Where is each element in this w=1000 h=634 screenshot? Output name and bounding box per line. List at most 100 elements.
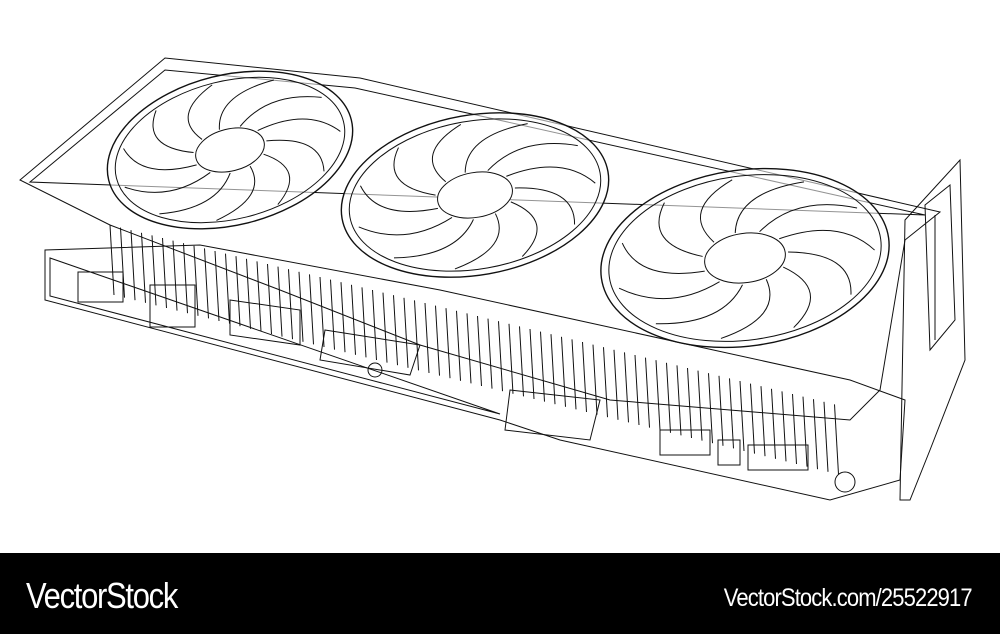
fin-line xyxy=(771,388,776,459)
fin-line xyxy=(750,383,755,454)
fin-line xyxy=(561,336,566,407)
fan-blade xyxy=(621,242,705,274)
fan-blade xyxy=(655,284,743,325)
fan-blade xyxy=(393,219,474,259)
fan-blade xyxy=(699,179,733,243)
fan-blade xyxy=(216,165,256,221)
fan-blade xyxy=(159,172,231,215)
fin-line xyxy=(382,292,388,363)
fin-line xyxy=(603,347,608,418)
fin-line xyxy=(225,253,230,324)
fan xyxy=(340,112,610,278)
fan-blade xyxy=(514,187,576,225)
fan-blade xyxy=(358,217,453,236)
fin-line xyxy=(792,393,797,465)
fin-line xyxy=(823,401,829,472)
fin-line xyxy=(267,263,272,335)
fin-line xyxy=(109,224,115,296)
fin-line xyxy=(802,396,808,467)
power-connector xyxy=(77,271,124,303)
fan-blade xyxy=(788,251,852,295)
heatsink-fins xyxy=(109,224,839,475)
fin-line xyxy=(645,357,650,428)
fan-blade xyxy=(218,79,274,130)
fan-blade xyxy=(124,172,211,193)
fan-blade xyxy=(618,281,720,300)
fin-line xyxy=(718,375,724,446)
fan-blade xyxy=(658,202,703,257)
fans xyxy=(106,70,890,349)
fan-blade xyxy=(266,139,325,172)
fin-line xyxy=(372,289,377,361)
fin-line xyxy=(466,313,472,384)
fan-blade xyxy=(393,147,436,196)
fin-line xyxy=(708,373,713,444)
fan-blade xyxy=(431,123,462,183)
fin-line xyxy=(813,399,818,470)
fin-line xyxy=(508,323,514,394)
fan-blade xyxy=(506,166,596,184)
fin-line xyxy=(424,302,430,374)
watermark-bar: VectorStock VectorStock.com/25522917 xyxy=(0,553,1000,634)
fin-line xyxy=(403,297,409,368)
fan-blade xyxy=(464,123,528,173)
fin-line xyxy=(739,380,745,452)
pcie-connector xyxy=(659,429,809,471)
fin-line xyxy=(666,362,671,433)
fan-blade xyxy=(734,181,805,234)
power-connector xyxy=(149,284,196,328)
fan xyxy=(106,70,354,230)
fin-line xyxy=(445,308,451,379)
io-bracket xyxy=(899,158,966,501)
fin-line xyxy=(172,240,178,311)
fin-line xyxy=(582,341,587,413)
fin-line xyxy=(477,315,482,387)
fin-line xyxy=(571,339,577,410)
fin-line xyxy=(676,365,682,436)
fan-blade xyxy=(487,143,578,171)
fin-line xyxy=(340,282,346,353)
gpu-wireframe-illustration xyxy=(19,57,966,501)
fin-line xyxy=(550,334,556,405)
fan-blade xyxy=(783,266,811,328)
fin-line xyxy=(687,367,692,439)
fan-blade xyxy=(257,118,341,132)
fin-line xyxy=(760,386,766,457)
fan-blade xyxy=(187,84,213,140)
fin-line xyxy=(277,266,283,337)
fin-line xyxy=(529,328,535,400)
fin-line xyxy=(309,274,314,345)
fin-line xyxy=(288,269,293,340)
fin-line xyxy=(246,258,251,329)
fin-line xyxy=(393,295,398,366)
fin-line xyxy=(498,321,503,392)
fin-line xyxy=(120,227,125,298)
fin-line xyxy=(235,256,241,327)
fin-line xyxy=(781,391,787,462)
fin-line xyxy=(214,250,220,322)
fin-line xyxy=(141,232,146,303)
fin-line xyxy=(193,245,199,316)
fin-line xyxy=(151,235,157,306)
fin-line xyxy=(256,261,262,332)
fan-blade xyxy=(510,201,538,257)
fan-hub xyxy=(195,127,265,173)
cooler-shroud xyxy=(19,57,942,421)
fan-blade xyxy=(759,204,858,233)
fan-blade xyxy=(123,148,197,171)
watermark-credit: VectorStock.com/25522917 xyxy=(724,584,973,612)
fin-line xyxy=(298,271,304,342)
fin-line xyxy=(729,378,734,449)
fin-line xyxy=(435,305,440,376)
fin-line xyxy=(204,248,209,319)
fan-blade xyxy=(454,213,500,270)
fin-line xyxy=(319,276,325,348)
fin-line xyxy=(624,352,629,423)
fin-line xyxy=(130,230,136,301)
fan-blade xyxy=(152,110,194,154)
fin-line xyxy=(330,279,335,350)
fin-line xyxy=(183,243,188,314)
fan-blade xyxy=(359,185,439,212)
fin-line xyxy=(540,331,545,402)
fin-line xyxy=(456,310,461,381)
